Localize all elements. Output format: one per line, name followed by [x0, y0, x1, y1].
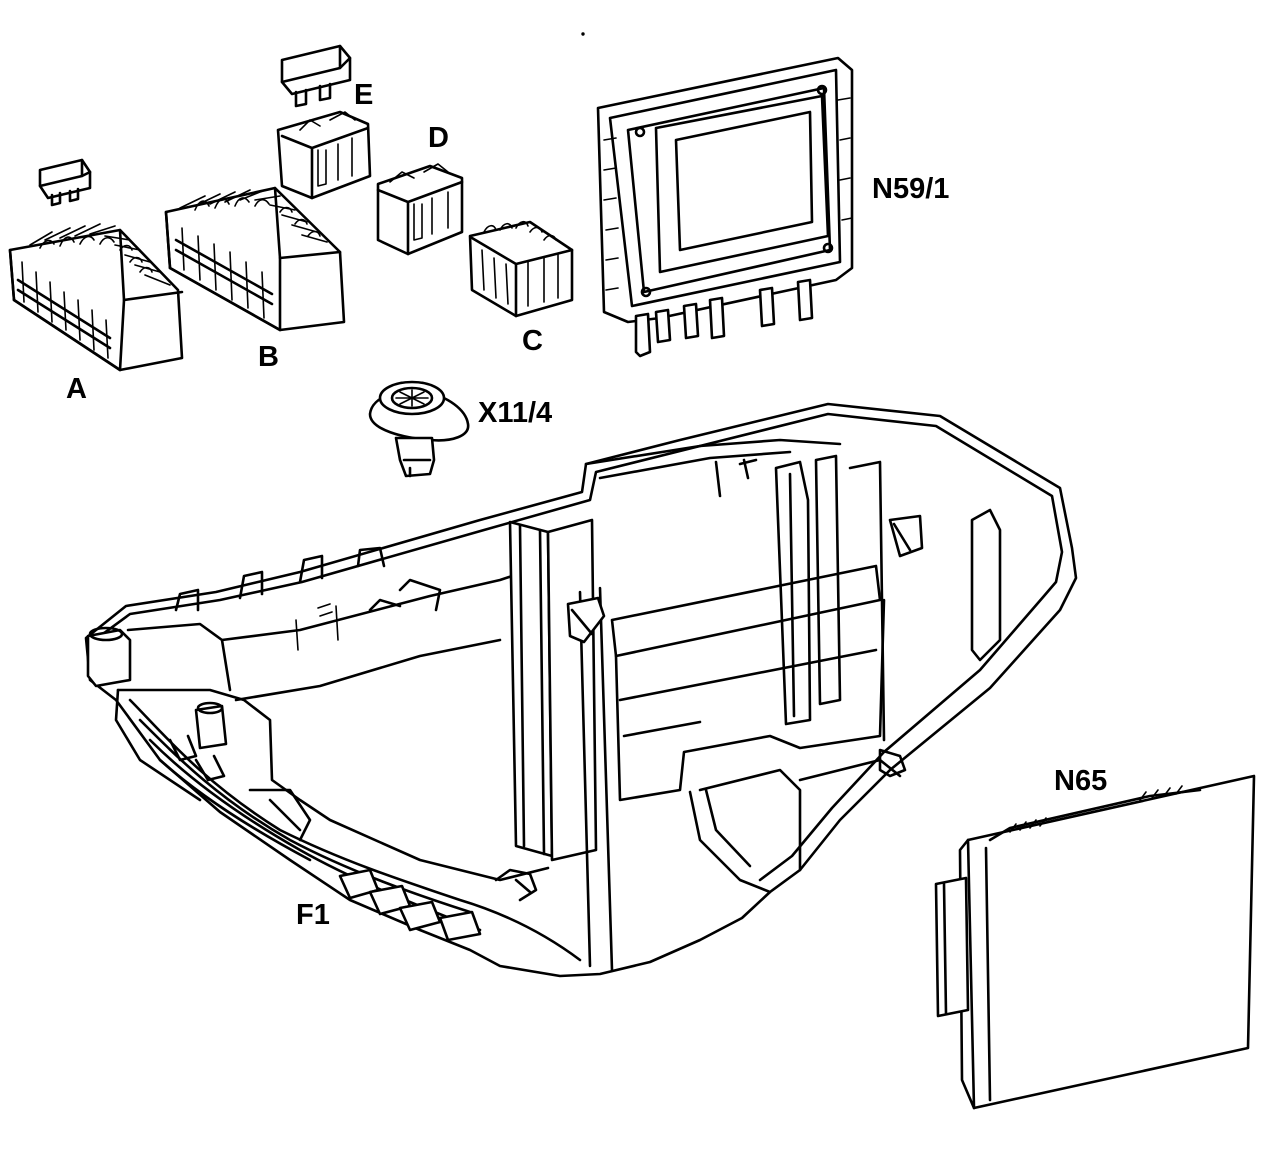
module-n65: [934, 774, 1256, 1110]
label-n65: N65: [1054, 765, 1107, 797]
component-a: [8, 158, 184, 372]
stray-dot: [581, 32, 585, 36]
label-b: B: [258, 341, 279, 373]
label-c: C: [522, 325, 543, 357]
label-f1: F1: [296, 899, 330, 931]
component-c: [468, 220, 574, 318]
label-n59-1: N59/1: [872, 173, 949, 205]
label-a: A: [66, 373, 87, 405]
label-e: E: [354, 79, 373, 111]
fuse-relay-box-housing: [84, 402, 1078, 978]
component-d: [376, 163, 464, 256]
label-d: D: [428, 122, 449, 154]
connector-x11-4: [368, 380, 470, 478]
label-x11-4: X11/4: [478, 397, 552, 429]
control-module-n59-1: [596, 56, 854, 358]
component-b: [164, 186, 346, 332]
component-e: [276, 44, 372, 200]
